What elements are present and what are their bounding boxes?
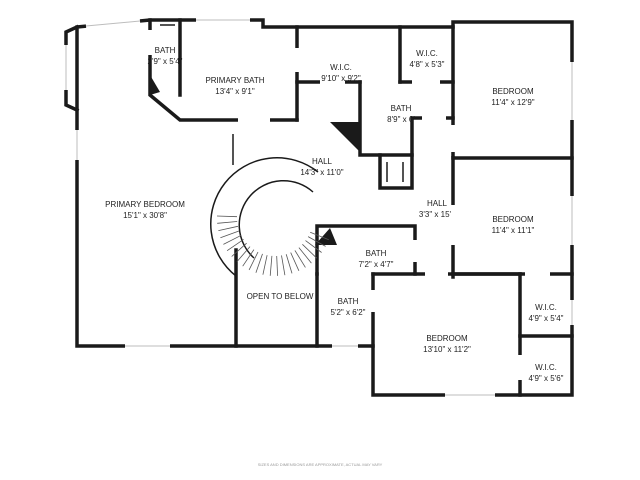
- room-name: W.I.C.: [535, 363, 557, 372]
- stair-tread: [236, 246, 251, 262]
- room-name: BEDROOM: [492, 215, 534, 224]
- wall-bath-small: [148, 18, 299, 122]
- stair-tread: [248, 251, 259, 271]
- room-name: PRIMARY BATH: [205, 76, 264, 85]
- room-dimensions: 14'3" x 11'0": [300, 168, 343, 177]
- stair-tread: [216, 215, 238, 218]
- room-name: W.I.C.: [416, 49, 438, 58]
- room-name: BATH: [338, 297, 359, 306]
- stair-tread: [305, 240, 322, 253]
- windows: [63, 17, 575, 398]
- room-dimensions: 11'4" x 12'9": [491, 98, 534, 107]
- room-dimensions: 4'9" x 5'6": [529, 374, 564, 383]
- stair-tread: [276, 255, 278, 276]
- room-name: BEDROOM: [492, 87, 534, 96]
- stair-tread: [226, 239, 244, 252]
- room-dimensions: 2'9" x 5'4": [148, 57, 183, 66]
- room-dimensions: 4'8" x 5'3": [410, 60, 445, 69]
- stair-tread: [262, 255, 268, 275]
- room-name: HALL: [427, 199, 448, 208]
- room-name: BEDROOM: [426, 334, 468, 343]
- spiral-staircase: [210, 157, 329, 277]
- room-name: W.I.C.: [330, 63, 352, 72]
- disclaimer-text: SIZES AND DIMENSIONS ARE APPROXIMATE, AC…: [258, 462, 383, 467]
- room-dimensions: 15'1" x 30'8": [123, 211, 167, 220]
- room-dimensions: 3'3" x 15': [419, 210, 452, 219]
- room-dimensions: 9'10" x 9'2": [321, 74, 361, 83]
- fixtures: [160, 24, 404, 182]
- room-name: BATH: [155, 46, 176, 55]
- room-dimensions: 4'9" x 5'4": [529, 314, 564, 323]
- stair-tread: [307, 236, 326, 247]
- room-name: W.I.C.: [535, 303, 557, 312]
- wall-wedge-b: [315, 228, 337, 245]
- room-dimensions: 13'4" x 9'1": [215, 87, 255, 96]
- room-labels: BATH 2'9" x 5'4" PRIMARY BATH 13'4" x 9'…: [105, 46, 564, 383]
- stair-tread: [294, 250, 306, 268]
- room-dimensions: 11'4" x 11'1": [492, 226, 535, 235]
- stair-tread: [231, 242, 247, 257]
- stair-tread: [217, 221, 238, 224]
- room-dimensions: 8'9" x 6': [387, 115, 415, 124]
- stair-tread: [302, 244, 318, 259]
- room-dimensions: 5'2" x 6'2": [331, 308, 366, 317]
- doors: [147, 30, 550, 380]
- stair-tread: [285, 254, 293, 274]
- stair-tread: [218, 225, 238, 231]
- stair-tread: [298, 247, 312, 264]
- room-name: PRIMARY BEDROOM: [105, 200, 185, 209]
- stair-tread: [281, 255, 286, 276]
- stair-tread: [255, 253, 263, 273]
- stair-outer-arc: [210, 157, 319, 277]
- room-name: HALL: [312, 157, 333, 166]
- room-name: BATH: [391, 104, 412, 113]
- room-name: BATH: [366, 249, 387, 258]
- stair-inner-arc: [238, 179, 314, 259]
- stair-tread: [269, 255, 273, 276]
- wall-wedge-c: [150, 75, 160, 95]
- room-dimensions: 13'10" x 11'2": [423, 345, 471, 354]
- stair-tread: [242, 249, 255, 267]
- stair-tread: [220, 230, 240, 239]
- window-line: [85, 20, 141, 27]
- wall-wedge-a: [330, 122, 360, 152]
- stair-tread: [223, 234, 242, 245]
- stair-tread: [290, 252, 300, 271]
- room-name: OPEN TO BELOW: [247, 292, 314, 301]
- wall-hall-box: [378, 153, 414, 190]
- stair-tread: [310, 231, 329, 241]
- room-dimensions: 7'2" x 4'7": [359, 260, 394, 269]
